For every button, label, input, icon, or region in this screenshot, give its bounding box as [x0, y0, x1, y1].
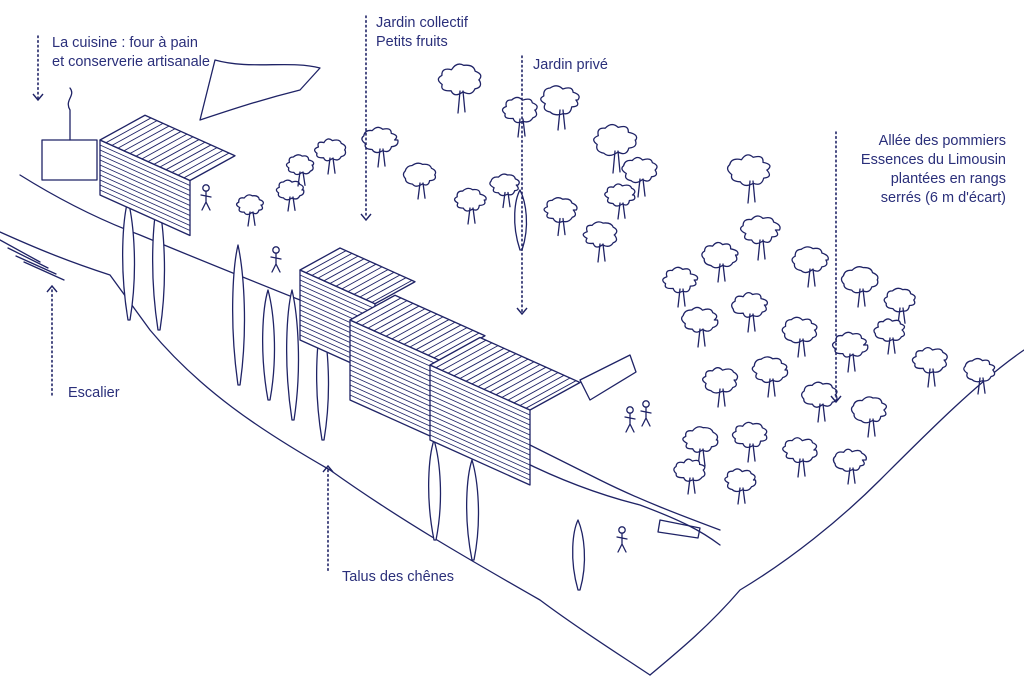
building-layer: [41, 87, 581, 486]
staircase-steps: [0, 239, 65, 281]
stone-wall-upper: [199, 59, 321, 121]
tree-31: [731, 421, 768, 463]
path-upper: [19, 174, 301, 301]
tree-18: [883, 287, 916, 325]
person-2: [624, 406, 636, 433]
tree-8: [453, 187, 487, 225]
tree-10: [543, 197, 578, 237]
tree-9: [489, 173, 520, 209]
tree-12: [604, 183, 636, 220]
tree-25: [963, 357, 996, 395]
tree-30: [682, 426, 719, 468]
person-4: [616, 526, 628, 553]
tree-32: [782, 437, 818, 478]
cypress-4: [286, 289, 300, 421]
label-allee-line-1: Allée des pommiers: [878, 133, 1006, 149]
house-3: [429, 336, 581, 486]
cypress-0: [122, 199, 136, 321]
tree-17: [840, 266, 879, 308]
tree-27: [751, 356, 789, 398]
tree-36: [726, 154, 771, 204]
label-jardin-prive-line-1: Jardin privé: [533, 57, 608, 73]
hill-edge-right: [649, 349, 1024, 676]
label-allee-line-3: plantées en rangs: [890, 171, 1006, 187]
arrow-down-icon: [830, 395, 842, 404]
tree-11: [582, 221, 618, 263]
tree-35: [673, 458, 706, 495]
label-cuisine-line-1: La cuisine : four à pain: [52, 35, 198, 51]
arrow-down-icon: [32, 93, 44, 102]
tree-2: [540, 85, 580, 131]
label-talus-line-1: Talus des chênes: [342, 569, 455, 585]
tree-layer: [122, 63, 996, 591]
tree-0: [437, 63, 482, 114]
tree-29: [850, 396, 888, 438]
tree-33: [832, 448, 867, 485]
tree-16: [791, 246, 829, 288]
tree-39: [285, 154, 315, 187]
cypress-3: [262, 289, 276, 401]
label-allee-line-4: serrés (6 m d'écart): [880, 190, 1006, 206]
tree-19: [680, 306, 719, 348]
tree-37: [235, 194, 264, 227]
cypress-8: [572, 519, 586, 591]
tree-34: [724, 468, 757, 505]
cypress-7: [466, 459, 480, 561]
tree-20: [731, 291, 769, 333]
log-pile: [657, 519, 701, 539]
slope-edge: [0, 231, 651, 676]
tree-1: [501, 96, 538, 138]
tree-6: [361, 126, 399, 168]
person-3: [640, 400, 652, 427]
label-escalier-line-1: Escalier: [68, 385, 120, 401]
label-jardin-collectif: Jardin collectif Petits fruits: [376, 14, 468, 52]
arrow-down-icon: [516, 307, 528, 316]
label-allee-pommiers: Allée des pommiers Essences du Limousin …: [861, 132, 1006, 208]
tree-22: [831, 331, 869, 373]
figure-layer: [200, 184, 652, 553]
arrow-up-icon: [322, 464, 334, 473]
label-cuisine-line-2: et conserverie artisanale: [52, 54, 210, 70]
label-jardin-collectif-line-1: Jardin collectif: [376, 15, 468, 31]
tree-7: [402, 162, 437, 200]
tree-15: [739, 215, 781, 261]
leader-layer: [32, 15, 842, 573]
cypress-6: [428, 439, 442, 541]
tree-23: [873, 318, 906, 355]
person-1: [270, 246, 282, 273]
stone-wall-mid: [579, 354, 637, 401]
house-2: [349, 294, 486, 442]
label-jardin-prive: Jardin privé: [533, 56, 608, 75]
cypress-9: [514, 189, 528, 251]
tree-28: [801, 381, 838, 423]
tree-26: [701, 367, 739, 408]
person-0: [200, 184, 212, 211]
tree-21: [781, 316, 818, 358]
arrow-down-icon: [360, 213, 372, 222]
tree-3: [593, 123, 638, 174]
tree-13: [662, 266, 699, 308]
label-cuisine: La cuisine : four à pain et conserverie …: [52, 34, 210, 72]
label-talus: Talus des chênes: [342, 568, 454, 587]
tree-24: [911, 346, 948, 388]
stone-oven-house: [41, 139, 98, 181]
arrow-up-icon: [46, 284, 58, 293]
tree-5: [314, 138, 347, 175]
label-jardin-collectif-line-2: Petits fruits: [376, 34, 448, 50]
tree-4: [621, 156, 658, 198]
label-escalier: Escalier: [68, 384, 120, 403]
tree-14: [701, 241, 739, 283]
cypress-2: [232, 244, 246, 386]
house-0: [99, 114, 236, 237]
label-allee-line-2: Essences du Limousin: [860, 152, 1006, 168]
chimney-smoke: [67, 87, 73, 141]
tree-38: [275, 179, 305, 212]
